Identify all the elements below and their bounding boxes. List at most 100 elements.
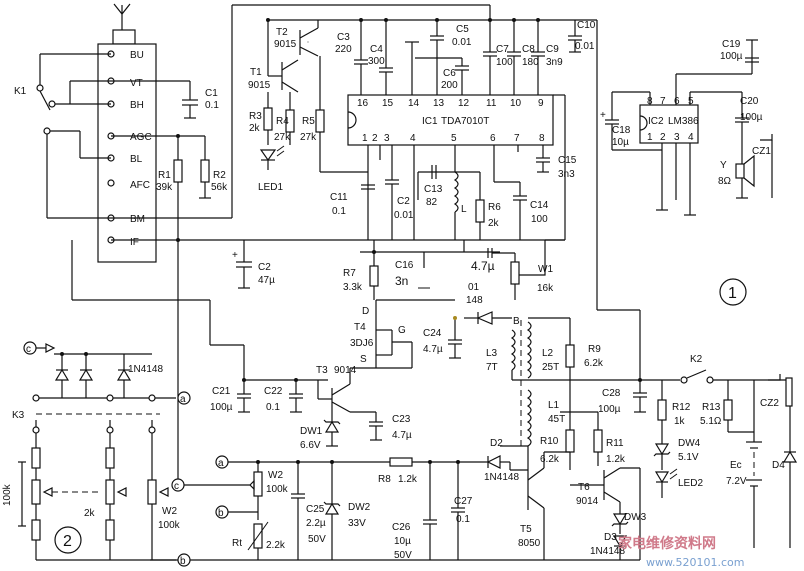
c11-name: C11 xyxy=(330,192,348,203)
dw2-value: 33V xyxy=(348,518,366,529)
node-c-label: c xyxy=(174,481,179,492)
antenna xyxy=(113,3,131,30)
c8-name: C8 xyxy=(522,44,535,55)
pin-bl: BL xyxy=(130,154,143,165)
range-2k-label: 2k xyxy=(84,508,96,519)
c19-name: C19 xyxy=(722,39,741,50)
led1: LED1 xyxy=(258,145,285,193)
ic2-pin-2: 2 xyxy=(660,132,666,143)
ic1-bottom-network: C11 0.1 C2 0.01 C13 82 L R6 2k C14 100 C… xyxy=(330,145,577,240)
ic1-pin-1: 1 xyxy=(362,133,368,144)
w1-value: 16k xyxy=(537,283,554,294)
c9-name: C9 xyxy=(546,44,559,55)
r5-name: R5 xyxy=(302,116,315,127)
r6-name: R6 xyxy=(488,202,501,213)
c16-value: 3n xyxy=(395,274,408,288)
k3-label: K3 xyxy=(12,410,25,421)
r12-value: 1k xyxy=(674,416,686,427)
t2-name: T2 xyxy=(276,27,288,38)
ic2-pin-1: 1 xyxy=(647,132,653,143)
ic1-pin-6: 6 xyxy=(490,133,496,144)
c1-value: 0.1 xyxy=(205,100,219,111)
top-capacitors: C3 220 C4 300 C5 0.01 C6 200 C7 100 C8 1… xyxy=(335,18,596,95)
fet-t4: T4 3DJ6 D G S C24 4.7µ xyxy=(350,299,462,369)
l2-name: L2 xyxy=(542,348,554,359)
c3-value: 220 xyxy=(335,44,352,55)
watermark-url: www.520101.com xyxy=(646,556,744,569)
transistor-t1: T1 9015 xyxy=(248,20,299,93)
ic1-pin-15: 15 xyxy=(382,98,394,109)
t4-name: T4 xyxy=(354,322,366,333)
cz1-label: CZ1 xyxy=(752,146,771,157)
ic1-pin-10: 10 xyxy=(510,98,522,109)
svg-text:+: + xyxy=(232,250,238,261)
r1-name: R1 xyxy=(158,170,171,181)
r2-value: 56k xyxy=(211,182,228,193)
pin-afc: AFC xyxy=(130,180,150,191)
r6-value: 2k xyxy=(488,218,500,229)
c28-value: 100µ xyxy=(598,404,621,415)
receiver-module xyxy=(97,43,157,263)
node-b-label: b xyxy=(218,508,224,519)
c17-value: 4.7µ xyxy=(471,259,495,273)
r11-name: R11 xyxy=(606,438,624,449)
r3-name: R3 xyxy=(249,111,262,122)
dw1-name: DW1 xyxy=(300,426,323,437)
dw4-value: 5.1V xyxy=(678,452,699,463)
c4-value: 300 xyxy=(368,56,385,67)
dw3-name: DW3 xyxy=(624,512,647,523)
oscillator-coils: B L3 7T L2 25T L1 45T R9 6.2k xyxy=(486,316,640,460)
c27-value: 0.1 xyxy=(456,514,470,525)
t6-value: 9014 xyxy=(576,496,599,507)
l1-name: L1 xyxy=(548,400,560,411)
c7-name: C7 xyxy=(496,44,509,55)
ic1-tda7010t: 16 15 14 13 12 11 10 9 1 2 3 4 5 6 7 8 I… xyxy=(347,94,554,146)
t3-value: 9014 xyxy=(334,365,357,376)
d3-value: 1N4148 xyxy=(590,546,625,557)
c8-value: 180 xyxy=(522,57,539,68)
fet-s-label: S xyxy=(360,354,367,365)
capacitor-c1: C1 0.1 xyxy=(111,80,219,119)
c24-value: 4.7µ xyxy=(423,344,443,355)
r13-name: R13 xyxy=(702,402,721,413)
battery-ec-value: 7.2V xyxy=(726,476,747,487)
dw4-name: DW4 xyxy=(678,438,701,449)
rt-name: Rt xyxy=(232,538,242,549)
c25-voltage: 50V xyxy=(308,534,326,545)
ic1-pin-11: 11 xyxy=(486,98,497,109)
k1-label: K1 xyxy=(14,86,27,97)
c15-name: C15 xyxy=(558,155,577,166)
r5-value: 27k xyxy=(300,132,317,143)
d1-partial-01: 01 xyxy=(468,282,480,293)
r11-value: 1.2k xyxy=(606,454,626,465)
diode-d1 xyxy=(464,311,512,325)
w2a-value: 100k xyxy=(266,484,289,495)
r7-name: R7 xyxy=(343,268,356,279)
r7-value: 3.3k xyxy=(343,282,363,293)
ic2-pin-3: 3 xyxy=(674,132,680,143)
c16-name: C16 xyxy=(395,260,414,271)
w1-name: W1 xyxy=(538,264,553,275)
ic2-pin-5: 5 xyxy=(688,96,694,107)
node-a-left-label: a xyxy=(180,394,186,405)
l3-value: 7T xyxy=(486,362,498,373)
c23-name: C23 xyxy=(392,414,411,425)
r8-name: R8 xyxy=(378,474,391,485)
c25-name: C25 xyxy=(306,504,325,515)
d2-name: D2 xyxy=(490,438,503,449)
coil-l-label: L xyxy=(461,204,467,215)
dw1-value: 6.6V xyxy=(300,440,321,451)
c28-name: C28 xyxy=(602,388,621,399)
range-100k-label: 100k xyxy=(2,483,13,506)
c15-value: 3n3 xyxy=(558,169,575,180)
t3-name: T3 xyxy=(316,365,328,376)
w2b-value: 100k xyxy=(158,520,181,531)
ic1-name: IC1 xyxy=(422,116,438,127)
c10-name: C10 xyxy=(577,20,596,31)
c7-value: 100 xyxy=(496,57,513,68)
r3-value: 2k xyxy=(249,123,261,134)
w2b-name: W2 xyxy=(162,506,177,517)
section-2-label: 2 xyxy=(63,533,72,550)
c20-value: 100µ xyxy=(740,112,763,123)
c24-name: C24 xyxy=(423,328,442,339)
